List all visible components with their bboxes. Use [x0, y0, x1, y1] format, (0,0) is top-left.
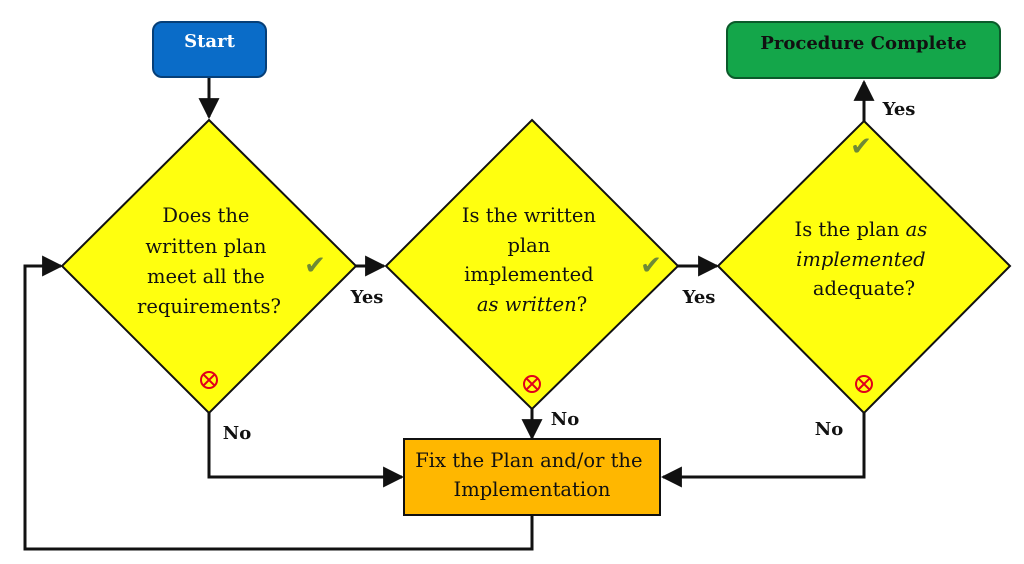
- decision-2-line-4-italic: as written: [477, 293, 577, 316]
- decision-1-diamond: [60, 118, 358, 415]
- complete-node: Procedure Complete: [726, 21, 1001, 79]
- decision-2-line-3: implemented: [464, 263, 593, 286]
- circled-x-icon: [200, 371, 218, 389]
- start-box: [152, 21, 267, 78]
- edge-fix-loopback: [23, 255, 534, 551]
- edge-label-q3-yes: Yes: [882, 99, 916, 120]
- check-mark-icon: ✔: [304, 251, 326, 281]
- circled-x-icon: [855, 375, 873, 393]
- complete-box: [726, 21, 1001, 79]
- check-mark-icon: ✔: [640, 251, 662, 281]
- edge-label-q1-yes: Yes: [350, 287, 384, 308]
- edge-q3-no: [660, 413, 866, 488]
- decision-1-line-4: requirements?: [137, 295, 281, 318]
- edge-label-q1-no: No: [223, 423, 251, 444]
- decision-2-line-1: Is the written: [462, 204, 597, 227]
- circled-x-icon: [523, 375, 541, 393]
- check-mark-icon: ✔: [850, 132, 872, 162]
- fix-box: [403, 438, 661, 516]
- decision-2-line-4-tail: ?: [577, 293, 587, 316]
- decision-3-line-3: adequate?: [813, 277, 915, 300]
- fix-line-1: Fix the Plan and/or the: [415, 449, 642, 472]
- edge-label-q2-yes: Yes: [682, 287, 716, 308]
- decision-3-text: Is the plan as implemented adequate?: [795, 218, 934, 300]
- fix-line-2: Implementation: [454, 478, 611, 501]
- decision-3-line-1-b-italic: as: [906, 218, 928, 241]
- decision-3-line-1: Is the plan as: [795, 218, 928, 241]
- decision-2-text: Is the written plan implemented as writt…: [462, 204, 602, 316]
- decision-written-plan: Does the written plan meet all the requi…: [60, 118, 358, 415]
- connectors: [23, 78, 875, 551]
- decision-2-line-2: plan: [507, 234, 550, 257]
- decision-2-diamond: [384, 118, 680, 411]
- decision-1-line-1: Does the: [162, 204, 249, 227]
- decision-3-line-2-italic: implemented: [796, 248, 925, 271]
- start-label: Start: [184, 31, 235, 52]
- decision-implemented-as-written: Is the written plan implemented as writt…: [384, 118, 680, 411]
- fix-text: Fix the Plan and/or the Implementation: [415, 449, 648, 501]
- complete-label: Procedure Complete: [760, 33, 966, 54]
- edge-label-q2-no: No: [551, 409, 579, 430]
- decision-1-line-2: written plan: [145, 235, 267, 258]
- edge-q1-no: [207, 413, 405, 488]
- decision-1-line-3: meet all the: [147, 265, 265, 288]
- decision-3-diamond: [716, 119, 1012, 415]
- edge-label-q3-no: No: [815, 419, 843, 440]
- decision-1-text: Does the written plan meet all the requi…: [137, 204, 281, 318]
- decision-plan-adequate: Is the plan as implemented adequate? ✔: [716, 119, 1012, 415]
- decision-3-line-1-a: Is the plan: [795, 218, 906, 241]
- fix-node: Fix the Plan and/or the Implementation: [403, 438, 661, 516]
- start-node: Start: [152, 21, 267, 78]
